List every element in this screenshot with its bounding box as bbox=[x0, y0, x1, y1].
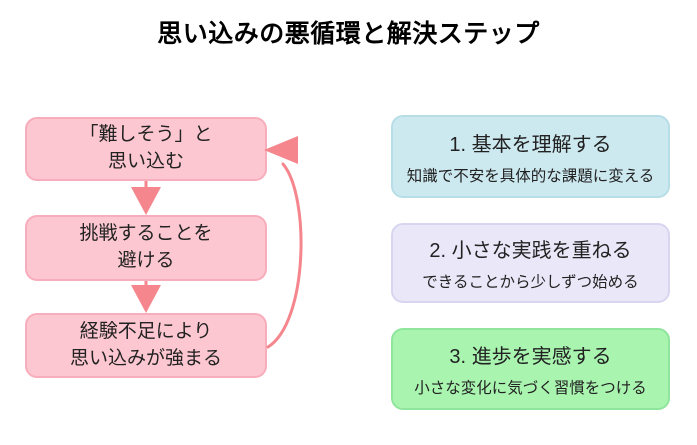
cycle-box-belief-strengthens: 経験不足により 思い込みが強まる bbox=[25, 313, 267, 378]
down-arrow-icon bbox=[131, 285, 161, 313]
step-title: 3. 進歩を実感する bbox=[449, 346, 612, 368]
step-subtitle: できることから少しずつ始める bbox=[422, 274, 639, 291]
step-box-feel-progress: 3. 進歩を実感する 小さな変化に気づく習慣をつける bbox=[391, 328, 670, 410]
cycle-box-line: 「難しそう」と bbox=[79, 124, 213, 146]
step-box-understand-basics: 1. 基本を理解する 知識で不安を具体的な課題に変える bbox=[391, 115, 670, 198]
step-subtitle: 知識で不安を具体的な課題に変える bbox=[406, 167, 655, 185]
feedback-curve bbox=[266, 162, 303, 349]
cycle-box-line: 挑戦することを bbox=[79, 223, 213, 245]
step-title: 1. 基本を理解する bbox=[449, 133, 612, 156]
feedback-arrowhead-icon bbox=[264, 136, 298, 164]
down-arrow-icon bbox=[131, 187, 161, 215]
cycle-box-avoid-challenge: 挑戦することを 避ける bbox=[25, 215, 267, 281]
cycle-box-line: 経験不足により bbox=[79, 320, 213, 342]
diagram-title: 思い込みの悪循環と解決ステップ bbox=[157, 20, 540, 48]
step-subtitle: 小さな変化に気づく習慣をつける bbox=[414, 380, 647, 397]
cycle-box-line: 思い込む bbox=[107, 151, 184, 172]
step-title: 2. 小さな実践を重ねる bbox=[429, 240, 632, 262]
step-box-small-practice: 2. 小さな実践を重ねる できることから少しずつ始める bbox=[391, 223, 670, 303]
cycle-box-assume-difficult: 「難しそう」と 思い込む bbox=[25, 117, 267, 181]
down-arrow-stem bbox=[144, 181, 148, 189]
cycle-box-line: 避ける bbox=[117, 250, 175, 271]
cycle-box-line: 思い込みが強まる bbox=[69, 347, 222, 369]
down-arrow-stem bbox=[144, 281, 148, 289]
